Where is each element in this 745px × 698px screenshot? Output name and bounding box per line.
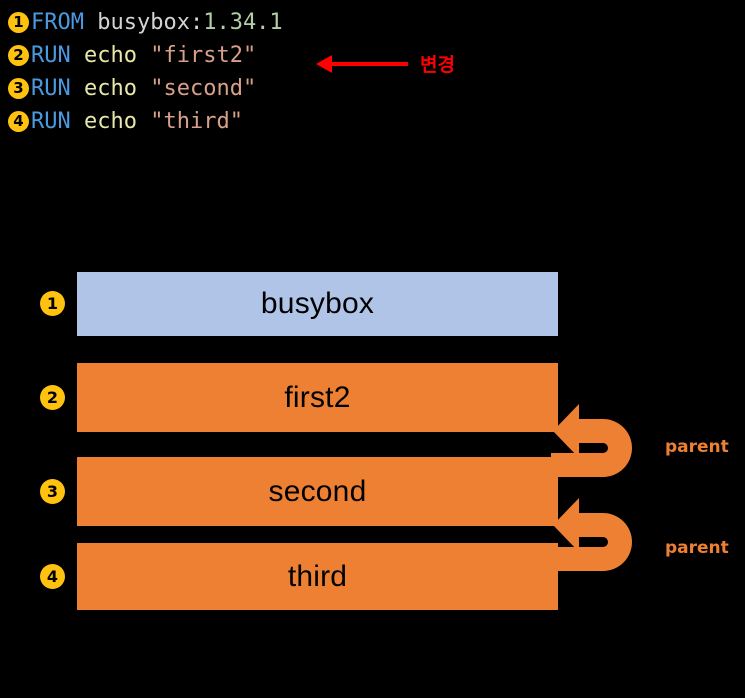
layer-row-1: 1 busybox [0,272,745,336]
layer-bar-busybox[interactable]: busybox [77,272,558,336]
code-token-command: echo [84,43,137,68]
parent-arrow-3-to-2 [551,404,632,477]
layer-label-1: busybox [260,287,375,320]
layer-row-3: 3 second [0,457,745,526]
change-annotation: 변경 [316,47,455,80]
layer-row-4: 4 third [0,543,745,610]
code-token-string: "first2" [150,43,257,68]
code-token-string: "second" [150,76,257,101]
code-token-space [71,72,84,105]
code-line-3: 3 RUN echo "second" [8,72,256,105]
code-token-keyword: RUN [31,76,71,101]
code-token-space [137,39,150,72]
layer-label-4: third [287,559,348,593]
layer-bar-second[interactable]: second [77,457,558,526]
code-token-keyword: RUN [31,43,71,68]
code-token-space [137,72,150,105]
layer-badge-4: 4 [40,564,65,589]
left-arrow-icon [316,54,408,73]
layer-row-2: 2 first2 [0,363,745,432]
parent-arrow-4-to-3 [551,498,632,571]
code-token-space [71,105,84,138]
layer-label-2: first2 [284,380,351,414]
layer-bar-third[interactable]: third [77,543,558,610]
code-token-space [71,39,84,72]
line-badge-1: 1 [8,12,29,33]
code-token-keyword: RUN [31,109,71,134]
code-token-command: echo [84,76,137,101]
parent-label-3-to-2: parent [665,437,729,457]
code-token-space [137,105,150,138]
code-token-string: "third" [150,109,243,134]
dockerfile-code-block: 1 FROM busybox: 1.34.1 2 RUN echo "first… [0,0,745,160]
layer-badge-3: 3 [40,479,65,504]
code-token-space [84,6,97,39]
change-annotation-label: 변경 [420,54,455,76]
code-line-2: 2 RUN echo "first2" [8,39,256,72]
code-token-version: 1.34.1 [203,10,283,35]
layer-badge-1: 1 [40,291,65,316]
code-line-1: 1 FROM busybox: 1.34.1 [8,6,283,39]
line-badge-2: 2 [8,45,29,66]
code-token-keyword: FROM [31,10,84,35]
line-badge-3: 3 [8,78,29,99]
code-token-command: echo [84,109,137,134]
layer-label-3: second [268,474,367,508]
layer-diagram: 1 busybox 2 first2 3 second 4 third pare… [0,250,745,650]
code-line-4: 4 RUN echo "third" [8,105,243,138]
layer-bar-first2[interactable]: first2 [77,363,558,432]
code-token-image: busybox: [97,10,204,35]
layer-badge-2: 2 [40,385,65,410]
parent-label-4-to-3: parent [665,538,729,558]
line-badge-4: 4 [8,111,29,132]
